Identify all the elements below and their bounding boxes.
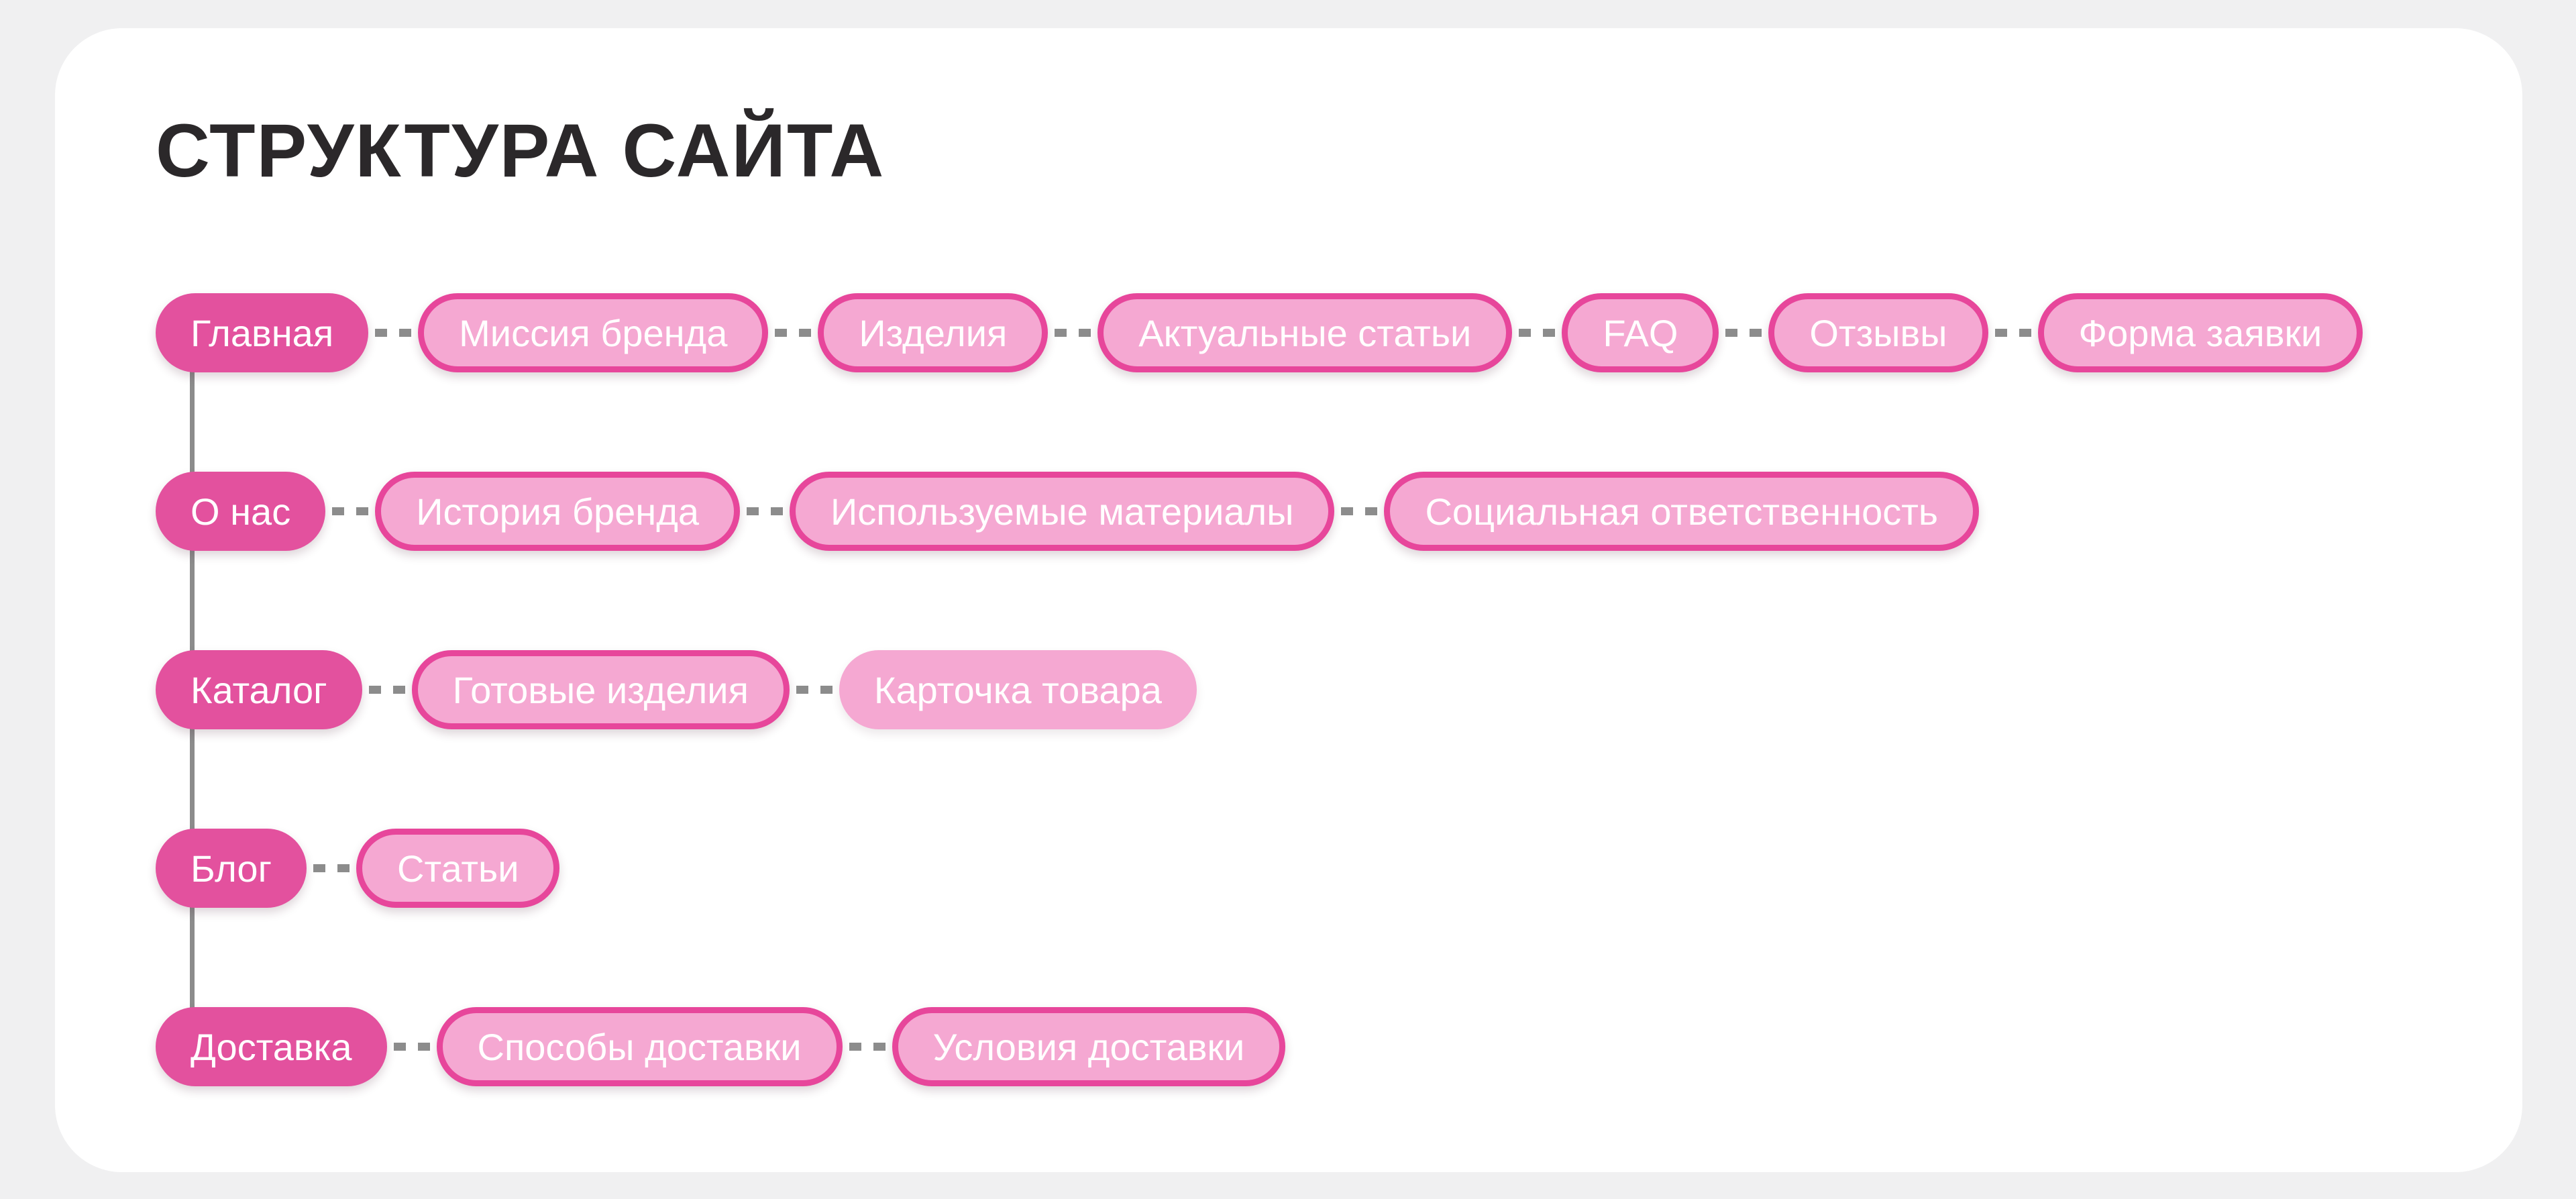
dashed-connector bbox=[1048, 329, 1098, 337]
dashed-connector bbox=[768, 329, 818, 337]
tree-child-node: Форма заявки bbox=[2037, 293, 2363, 372]
tree-child-node: Карточка товара bbox=[839, 650, 1197, 729]
tree-row: Главная Миссия бренда Изделия Актуальные ст… bbox=[156, 293, 2442, 372]
tree-child-node: Актуальные статьи bbox=[1097, 293, 1513, 372]
tree-child-node: Социальная ответственность bbox=[1384, 472, 1980, 551]
tree-row: О нас История бренда Используемые материал… bbox=[156, 472, 2442, 551]
tree-root-node: О нас bbox=[156, 472, 326, 551]
tree-child-node: Готовые изделия bbox=[411, 650, 790, 729]
dashed-connector bbox=[362, 686, 412, 694]
tree-child-node: История бренда bbox=[375, 472, 741, 551]
dashed-connector bbox=[1719, 329, 1769, 337]
tree-child-node: Миссия бренда bbox=[418, 293, 769, 372]
dashed-connector bbox=[1334, 507, 1385, 515]
dashed-connector bbox=[842, 1043, 892, 1051]
tree-child-node: FAQ bbox=[1562, 293, 1719, 372]
dashed-connector bbox=[1512, 329, 1562, 337]
tree-child-node: Используемые материалы bbox=[790, 472, 1335, 551]
dashed-connector bbox=[1988, 329, 2038, 337]
tree-root-node: Главная bbox=[156, 293, 369, 372]
tree-root-node: Блог bbox=[156, 829, 307, 908]
dashed-connector bbox=[789, 686, 839, 694]
tree-row: Доставка Способы доставки Условия доставки bbox=[156, 1007, 2442, 1086]
dashed-connector bbox=[386, 1043, 437, 1051]
sitemap-card: СТРУКТУРА САЙТА Главная Миссия бренда Изде… bbox=[55, 28, 2522, 1172]
sitemap-tree: Главная Миссия бренда Изделия Актуальные ст… bbox=[156, 293, 2442, 1086]
page-title: СТРУКТУРА САЙТА bbox=[156, 109, 885, 193]
tree-child-node: Условия доставки bbox=[892, 1007, 1286, 1086]
tree-row: Блог Статьи bbox=[156, 829, 2442, 908]
tree-child-node: Статьи bbox=[356, 829, 560, 908]
tree-child-node: Отзывы bbox=[1768, 293, 1988, 372]
tree-child-node: Изделия bbox=[818, 293, 1049, 372]
dashed-connector bbox=[307, 864, 356, 872]
tree-root-node: Каталог bbox=[156, 650, 362, 729]
dashed-connector bbox=[740, 507, 790, 515]
tree-child-node: Способы доставки bbox=[436, 1007, 843, 1086]
dashed-connector bbox=[325, 507, 376, 515]
dashed-connector bbox=[368, 329, 419, 337]
tree-root-node: Доставка bbox=[156, 1007, 387, 1086]
tree-row: Каталог Готовые изделия Карточка товара bbox=[156, 650, 2442, 729]
